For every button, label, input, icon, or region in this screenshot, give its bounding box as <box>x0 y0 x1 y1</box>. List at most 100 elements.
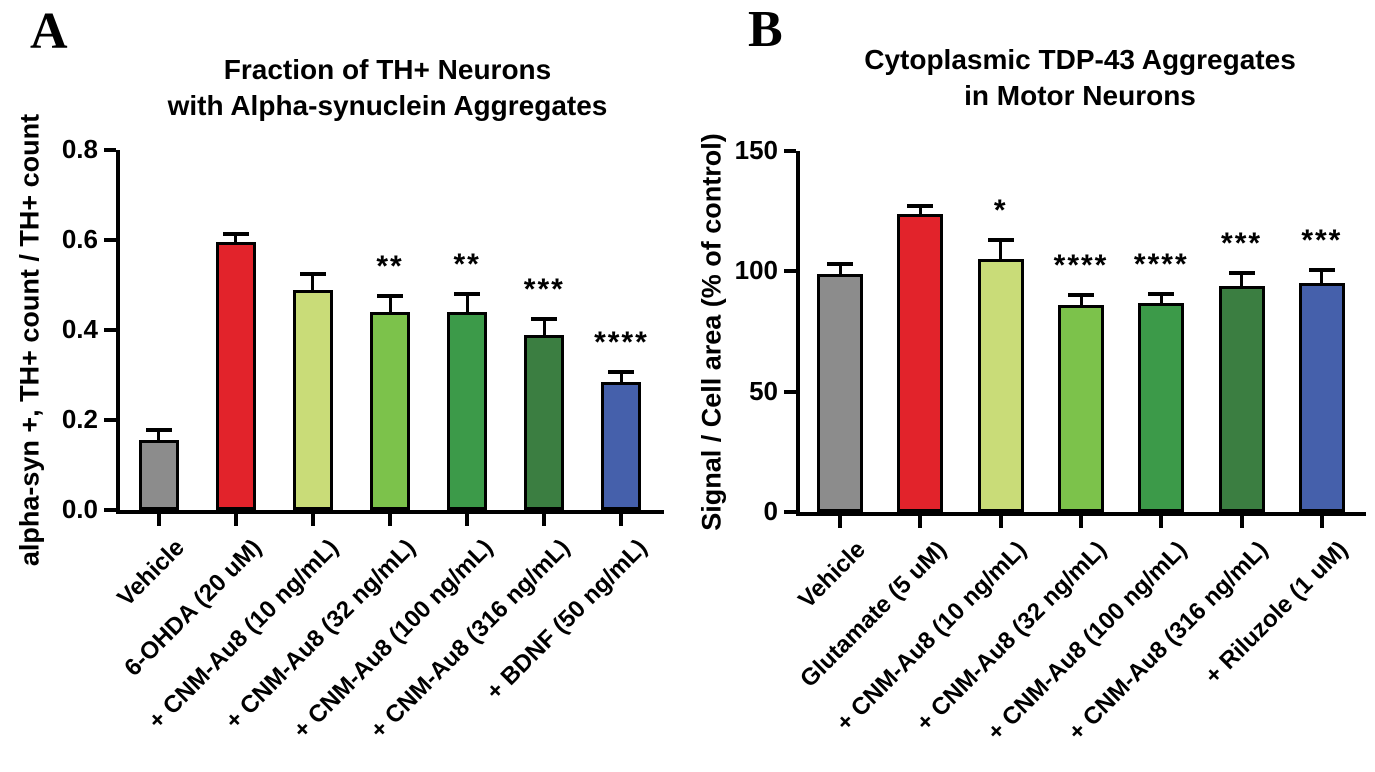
error-bar-stem <box>157 430 161 441</box>
bar <box>292 289 333 510</box>
bar <box>817 273 864 512</box>
significance-stars: *** <box>523 272 565 306</box>
bar <box>1138 302 1185 512</box>
error-bar-cap <box>608 369 635 374</box>
significance-stars: ** <box>376 250 404 284</box>
error-bar-stem <box>918 206 922 214</box>
error-bar-stem <box>1240 272 1244 286</box>
y-tick-label: 150 <box>734 135 778 165</box>
panel-b-title-line2: in Motor Neurons <box>964 80 1196 111</box>
bar <box>370 312 410 510</box>
x-tick-mark <box>1159 516 1164 528</box>
significance-stars: *** <box>1301 224 1343 258</box>
bar <box>601 381 642 510</box>
error-bar-cap <box>907 204 934 209</box>
error-bar-cap <box>827 262 854 267</box>
bar <box>138 440 179 510</box>
x-tick-mark <box>918 516 923 528</box>
bar <box>447 312 488 510</box>
panel-a-title-line2: with Alpha-synuclein Aggregates <box>167 90 608 121</box>
y-tick-label: 0.2 <box>61 404 98 434</box>
x-tick-label: Glutamate (5 uM) <box>794 536 952 693</box>
bar <box>897 213 944 512</box>
error-bar-stem <box>619 371 623 382</box>
error-bar-stem <box>838 264 842 274</box>
x-tick-mark <box>388 514 392 526</box>
bar <box>215 242 256 510</box>
y-tick-label: 0.0 <box>61 494 98 524</box>
x-tick-mark <box>1079 516 1083 528</box>
x-tick-mark <box>233 514 238 526</box>
error-bar-cap <box>1308 268 1335 273</box>
significance-stars: **** <box>1133 248 1189 282</box>
y-tick-label: 0.6 <box>61 224 98 254</box>
error-bar-cap <box>1228 270 1255 275</box>
y-tick-mark <box>104 328 116 332</box>
significance-stars: ** <box>453 248 481 281</box>
y-tick-label: 0 <box>763 496 778 526</box>
bar <box>977 259 1024 512</box>
x-tick-label: + Riluzole (1 uM) <box>1199 536 1353 690</box>
y-tick-label: 50 <box>749 375 778 406</box>
y-tick-label: 0.4 <box>61 314 98 344</box>
bar <box>524 334 565 510</box>
significance-stars: **** <box>1053 249 1109 283</box>
error-bar-stem <box>542 318 546 335</box>
error-bar-stem <box>1320 270 1324 284</box>
significance-stars: *** <box>1221 226 1263 260</box>
significance-stars: **** <box>594 325 649 359</box>
significance-stars: * <box>993 194 1008 228</box>
error-bar-stem <box>234 234 238 243</box>
y-tick-mark <box>104 418 116 422</box>
y-tick-mark <box>784 510 796 514</box>
error-bar-cap <box>299 271 326 276</box>
panel-a-title-line1: Fraction of TH+ Neurons <box>223 54 552 85</box>
error-bar-stem <box>311 273 315 290</box>
y-tick-mark <box>104 238 116 242</box>
error-bar-cap <box>1148 292 1175 297</box>
x-axis-line <box>796 512 1366 516</box>
x-tick-mark <box>542 514 547 526</box>
error-bar-cap <box>987 238 1014 243</box>
y-tick-mark <box>784 389 796 394</box>
x-tick-mark <box>998 516 1003 528</box>
panel-a-title: Fraction of TH+ Neurons with Alpha-synuc… <box>115 52 660 124</box>
panel-a-letter: A <box>30 3 68 60</box>
x-tick-mark <box>465 514 470 526</box>
y-axis-line <box>796 151 800 516</box>
y-tick-mark <box>104 148 116 152</box>
y-tick-mark <box>784 269 796 274</box>
bar <box>1298 283 1345 512</box>
error-bar-cap <box>454 292 481 296</box>
error-bar-cap <box>145 428 172 433</box>
bar <box>1218 285 1265 512</box>
panel-b-title: Cytoplasmic TDP-43 Aggregates in Motor N… <box>795 42 1365 114</box>
y-tick-label: 0.8 <box>61 134 98 164</box>
error-bar-cap <box>377 294 403 299</box>
error-bar-cap <box>222 232 249 237</box>
x-axis-line <box>116 510 664 514</box>
y-tick-mark <box>784 149 796 153</box>
x-tick-mark <box>310 514 315 526</box>
error-bar-stem <box>999 240 1003 260</box>
error-bar-cap <box>1068 293 1094 298</box>
y-axis-line <box>116 150 120 514</box>
x-tick-mark <box>156 514 161 526</box>
panel-b-letter: B <box>748 1 783 58</box>
error-bar-cap <box>531 316 558 321</box>
y-tick-label: 100 <box>734 255 778 286</box>
y-tick-mark <box>104 508 116 512</box>
x-tick-mark <box>1319 516 1324 528</box>
x-tick-mark <box>619 514 624 526</box>
bar <box>1058 305 1104 512</box>
panel-b-title-line1: Cytoplasmic TDP-43 Aggregates <box>864 44 1296 75</box>
error-bar-stem <box>465 294 469 312</box>
error-bar-stem <box>388 296 392 312</box>
x-tick-mark <box>838 516 843 528</box>
x-tick-label: Vehicle <box>793 536 872 614</box>
error-bar-stem <box>1159 294 1163 303</box>
error-bar-stem <box>1079 295 1083 306</box>
